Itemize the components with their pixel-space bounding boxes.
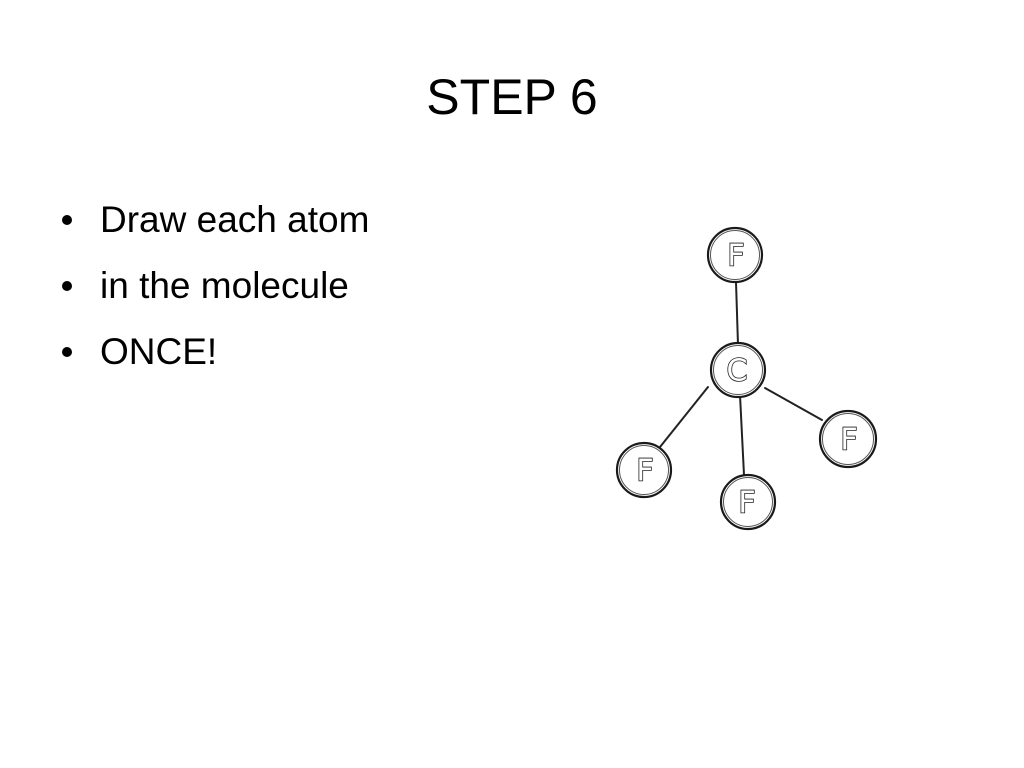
bullet-dot [62, 281, 72, 291]
atom-label: F [636, 454, 653, 489]
atom-f-right: F [818, 409, 878, 469]
bond-c-f-left [659, 386, 709, 448]
bullet-dot [62, 347, 72, 357]
bond-c-f-bottom [739, 394, 745, 476]
bullet-item: Draw each atom [56, 187, 369, 253]
bullet-text: in the molecule [100, 265, 349, 306]
atom-label: F [727, 239, 744, 274]
bullet-text: ONCE! [100, 331, 218, 372]
bullet-text: Draw each atom [100, 199, 370, 240]
atom-c: C [709, 341, 767, 399]
bullet-item: in the molecule [56, 253, 369, 319]
bond-c-f-top [735, 281, 739, 346]
atom-f-bottom: F [719, 473, 777, 531]
bullet-item: ONCE! [56, 319, 369, 385]
slide-title: STEP 6 [426, 69, 598, 125]
atom-f-left: F [615, 441, 673, 499]
atom-f-top: F [706, 226, 764, 284]
atom-label: C [727, 354, 748, 389]
atom-label: F [738, 486, 755, 521]
atom-label: F [840, 423, 857, 458]
molecule-diagram: C F F F F [615, 226, 878, 531]
bullet-list: Draw each atom in the molecule ONCE! [56, 187, 369, 385]
bond-c-f-right [764, 387, 823, 421]
bullet-dot [62, 215, 72, 225]
